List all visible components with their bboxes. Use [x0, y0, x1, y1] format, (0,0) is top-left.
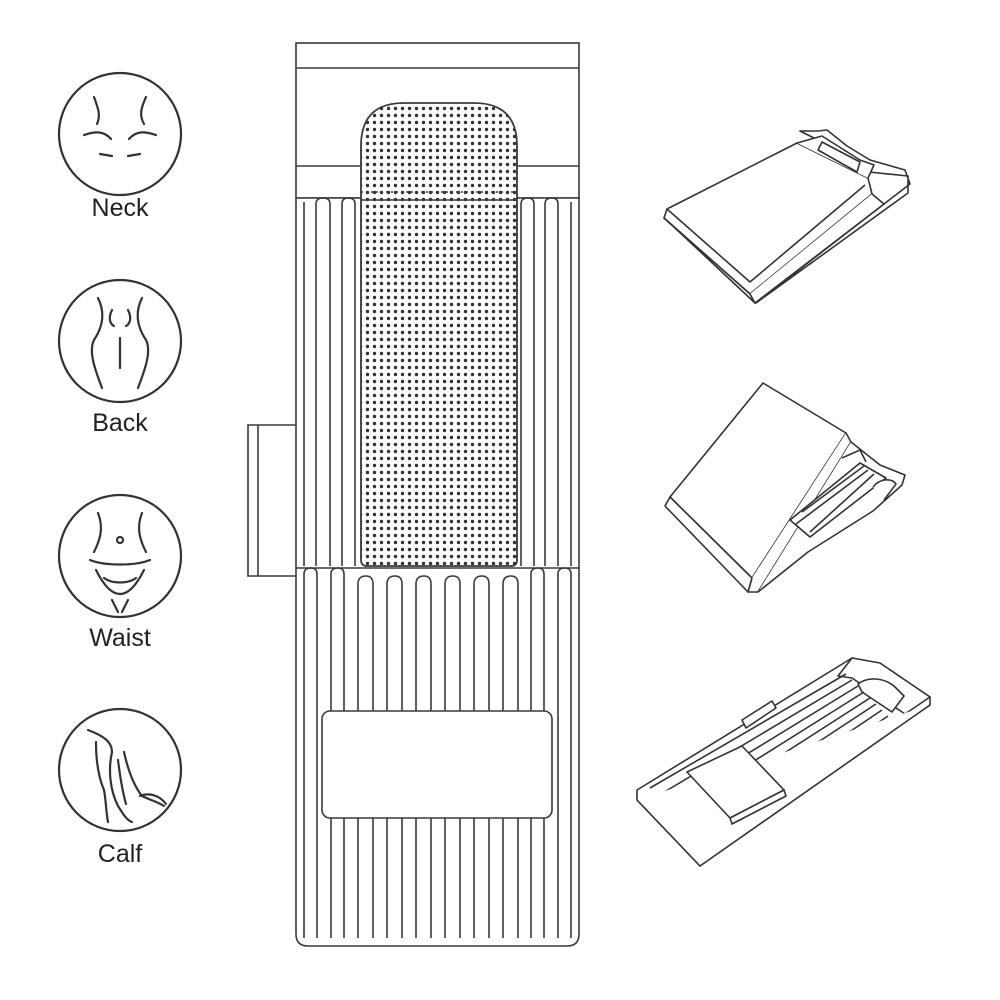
waist-icon	[57, 493, 183, 619]
massage-mat-top-view	[247, 42, 580, 947]
calf-label: Calf	[97, 840, 143, 868]
waist-label: Waist	[89, 624, 151, 652]
neck-icon	[57, 71, 183, 197]
calf-icon	[57, 707, 183, 833]
upper-ribs-left	[303, 197, 356, 566]
mesh-heating-panel	[360, 102, 518, 567]
back-icon	[57, 278, 183, 404]
neck-label: Neck	[91, 194, 149, 222]
mat-flat-view	[636, 657, 931, 867]
upper-ribs-right	[520, 197, 572, 566]
calf-plate	[321, 710, 553, 819]
mat-inclined-view	[664, 382, 906, 593]
back-label: Back	[92, 409, 148, 437]
mat-folded-view	[663, 129, 911, 304]
lower-ribs	[303, 567, 572, 938]
